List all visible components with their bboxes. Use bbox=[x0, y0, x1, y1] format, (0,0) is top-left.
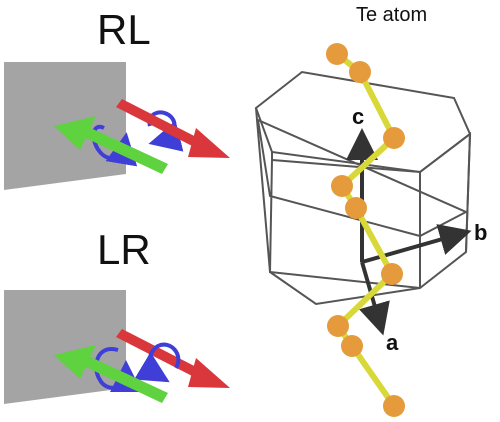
axis-label-a: a bbox=[386, 330, 399, 355]
te-atom-4 bbox=[331, 175, 353, 197]
axis-label-b: b bbox=[474, 220, 488, 245]
rl-red-arrow bbox=[116, 99, 230, 158]
label-lr: LR bbox=[97, 226, 151, 273]
unit-cell bbox=[254, 70, 472, 306]
te-atom-5 bbox=[345, 197, 367, 219]
axis-label-c: c bbox=[352, 104, 365, 129]
label-te-atom: Te atom bbox=[356, 4, 428, 26]
lr-rotation-arrow-icon-2 bbox=[134, 342, 181, 383]
te-atom-9 bbox=[383, 395, 405, 417]
lr-rotation-arrow-icon bbox=[94, 347, 142, 393]
te-atom-6 bbox=[381, 263, 403, 285]
lr-green-arrow bbox=[54, 345, 168, 403]
te-atom-7 bbox=[327, 315, 349, 337]
rl-green-arrow bbox=[54, 116, 168, 174]
te-helix-chain bbox=[326, 43, 405, 417]
axis-b-arrow bbox=[361, 224, 472, 264]
lr-illustration bbox=[4, 290, 230, 404]
rl-rotation-arrow-icon bbox=[91, 124, 138, 167]
te-atom-1 bbox=[326, 43, 348, 65]
lr-gray-block bbox=[4, 290, 126, 404]
te-atom-2 bbox=[349, 61, 371, 83]
label-rl: RL bbox=[97, 6, 151, 53]
te-atom-8 bbox=[341, 335, 363, 357]
te-atom-3 bbox=[383, 127, 405, 149]
rl-illustration bbox=[4, 62, 230, 190]
